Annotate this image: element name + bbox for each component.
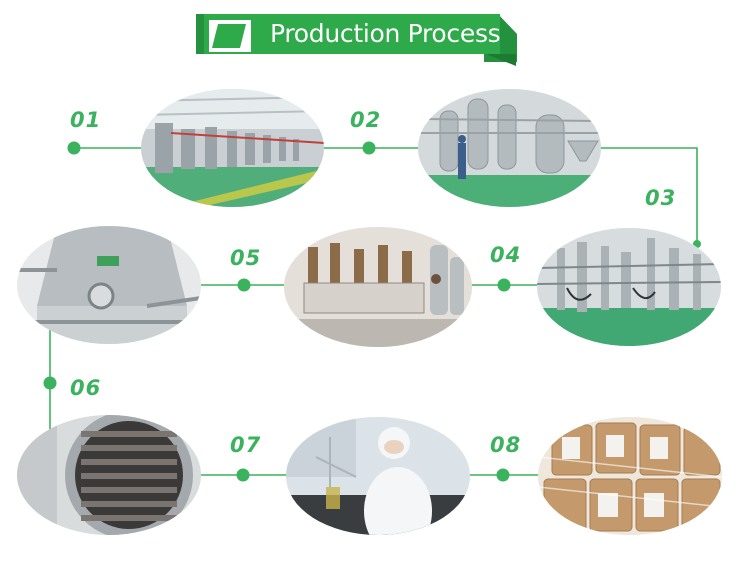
header-banner (196, 14, 517, 66)
step-number-7: 07 (230, 433, 262, 457)
step-number-6: 06 (70, 376, 102, 400)
control-columns-photo (284, 227, 472, 347)
lab-worker-photo (286, 417, 470, 535)
packaged-drums-photo (538, 417, 722, 535)
step-number-1: 01 (70, 108, 102, 132)
freeze-dryer-photo (17, 415, 201, 535)
step-number-4: 04 (490, 243, 522, 267)
step-number-5: 05 (230, 246, 262, 270)
factory-hall-photo (141, 89, 324, 207)
step-number-3: 03 (645, 186, 677, 210)
spray-dryer-photo (17, 226, 201, 344)
evaporator-tanks-photo (418, 89, 601, 207)
step-number-2: 02 (350, 108, 382, 132)
page-title: Production Process (270, 19, 501, 48)
step-number-8: 08 (490, 433, 522, 457)
pipeline-room-photo (537, 228, 721, 346)
